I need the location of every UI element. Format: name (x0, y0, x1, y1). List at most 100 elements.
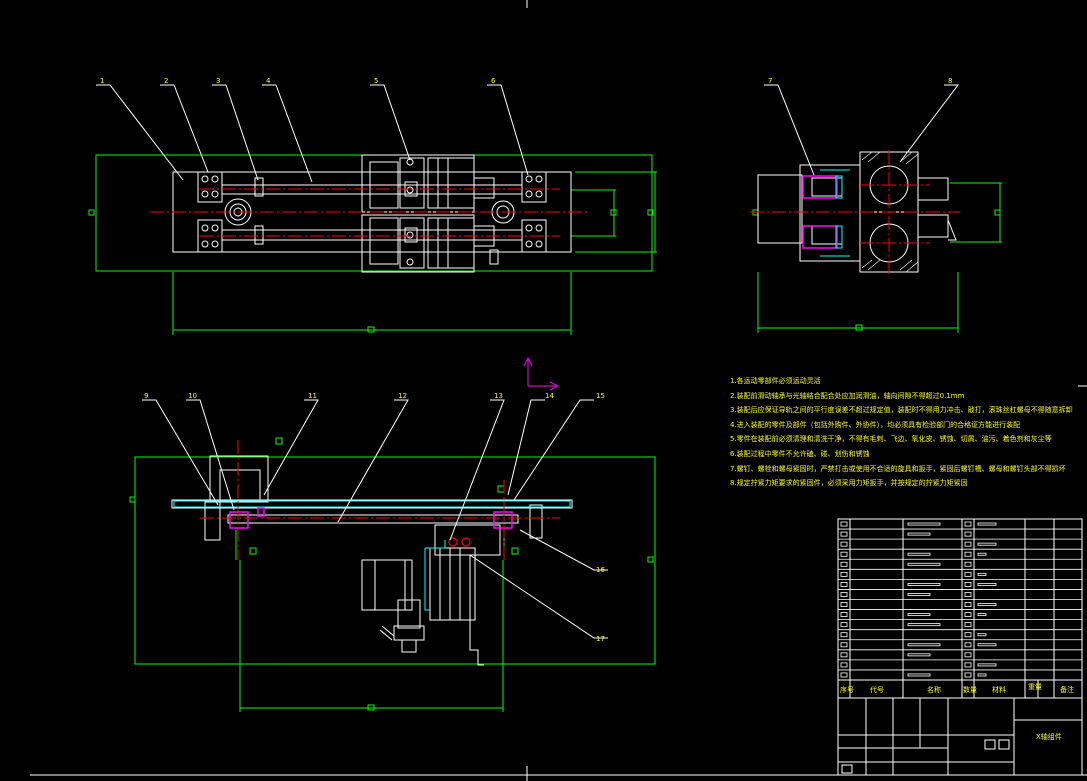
seq-mark (840, 622, 848, 628)
side-view-hatching (861, 151, 919, 273)
balloon-labels: 1 2 3 4 5 6 7 8 9 10 11 12 13 14 15 16 1… (100, 77, 952, 643)
cell-mark (907, 643, 941, 647)
cell-mark (977, 603, 997, 606)
qty-mark (964, 581, 972, 587)
note-6: 6.装配过程中零件不允许磕、碰、划伤和锈蚀 (730, 449, 870, 458)
top-view-centerlines (150, 188, 590, 237)
note-7: 7.螺钉、螺栓和螺母紧固时，严禁打击或使用不合适的旋具和扳手，紧固后螺钉槽、螺母… (730, 464, 1066, 473)
note-4: 4.进入装配的零件及部件（包括外购件、外协件），均必须具有检验部门的合格证方能进… (730, 420, 1021, 429)
qty-mark (964, 642, 972, 648)
qty-mark (964, 602, 972, 607)
note-8: 8.规定拧紧力矩要求的紧固件，必须采用力矩扳手，并按规定的拧紧力矩紧固 (730, 479, 968, 488)
cell-mark (977, 542, 997, 546)
header-name: 名称 (927, 686, 941, 694)
seq-mark (840, 592, 848, 597)
cell-mark (907, 673, 931, 677)
top-view-dimensions (88, 154, 657, 335)
seq-mark (840, 642, 848, 648)
balloon-3: 3 (216, 77, 220, 85)
seq-mark (840, 521, 848, 527)
side-view-leaders (764, 84, 960, 176)
cell-mark (977, 633, 987, 637)
title-block-rows (838, 528, 1082, 671)
seq-mark (840, 602, 848, 607)
balloon-15: 15 (596, 392, 605, 400)
top-view-leaders (96, 84, 529, 183)
balloon-17: 17 (596, 635, 605, 643)
front-view-fasteners (448, 537, 471, 547)
ucs-axis-icon (523, 356, 560, 391)
seq-mark (840, 652, 848, 658)
qty-mark (964, 662, 972, 668)
balloon-11: 11 (308, 392, 317, 400)
cell-mark (977, 643, 997, 647)
front-view-aux (173, 500, 571, 611)
cell-mark (977, 552, 987, 556)
seq-mark (840, 541, 848, 547)
header-material: 材料 (992, 686, 1006, 694)
qty-mark (964, 541, 972, 547)
qty-mark (964, 571, 972, 577)
header-seq: 序号 (840, 686, 854, 694)
qty-mark (964, 561, 972, 567)
balloon-6: 6 (491, 77, 496, 85)
balloon-16: 16 (596, 566, 605, 574)
seq-mark (840, 581, 848, 587)
header-qty: 数量 (963, 686, 977, 694)
balloon-12: 12 (398, 392, 407, 400)
note-2: 2.装配前滑动轴承与光轴结合配合处应加润滑油，轴向间隙不得超过0.1mm (730, 391, 965, 400)
qty-mark (964, 531, 972, 537)
side-view-aux (820, 169, 850, 257)
note-3: 3.装配后应保证导轨之间的平行度误差不超过规定值，装配时不得用力冲击、敲打，滚珠… (730, 406, 1073, 415)
balloon-8: 8 (948, 77, 952, 85)
cell-mark (907, 522, 941, 526)
seq-mark (840, 672, 848, 678)
front-view-centerlines (200, 440, 560, 560)
cell-mark (907, 653, 931, 657)
top-view-outline (172, 154, 572, 273)
qty-mark (964, 672, 972, 678)
front-view-hidden (229, 507, 513, 529)
side-view-dimensions (752, 182, 1002, 333)
qty-mark (964, 612, 972, 618)
seq-mark (840, 612, 848, 618)
balloon-10: 10 (188, 392, 197, 400)
cell-mark (977, 522, 997, 526)
balloon-4: 4 (266, 77, 271, 85)
front-view (129, 399, 656, 712)
top-view (88, 84, 657, 335)
seq-mark (840, 561, 848, 567)
front-view-leaders (142, 399, 608, 639)
qty-mark (964, 592, 972, 597)
seq-mark (840, 531, 848, 537)
note-1: 1.各运动零部件必须运动灵活 (730, 377, 821, 385)
cell-mark (907, 623, 941, 627)
seq-mark (840, 551, 848, 557)
title-block-small-boxes (841, 739, 1010, 774)
side-view (750, 84, 1002, 333)
cell-mark (977, 572, 987, 576)
balloon-14: 14 (545, 392, 554, 400)
qty-mark (964, 622, 972, 628)
technical-requirements: 1.各运动零部件必须运动灵活 2.装配前滑动轴承与光轴结合配合处应加润滑油，轴向… (730, 374, 1075, 491)
balloon-9: 9 (144, 392, 148, 400)
side-view-centerlines (750, 150, 960, 275)
cell-mark (977, 582, 997, 586)
cell-mark (907, 593, 931, 596)
side-view-hidden (802, 175, 838, 249)
title-block-marks (840, 521, 997, 678)
seq-mark (840, 632, 848, 638)
balloon-2: 2 (164, 77, 168, 85)
cell-mark (907, 562, 941, 566)
top-view-bolts (201, 158, 543, 266)
cell-mark (907, 582, 941, 586)
qty-mark (964, 521, 972, 527)
drawing-title: X轴组件 (1036, 733, 1062, 741)
balloon-7: 7 (768, 77, 772, 85)
seq-mark (840, 571, 848, 577)
balloon-5: 5 (374, 77, 378, 85)
balloon-13: 13 (494, 392, 503, 400)
cell-mark (977, 663, 997, 667)
cell-mark (977, 673, 987, 677)
